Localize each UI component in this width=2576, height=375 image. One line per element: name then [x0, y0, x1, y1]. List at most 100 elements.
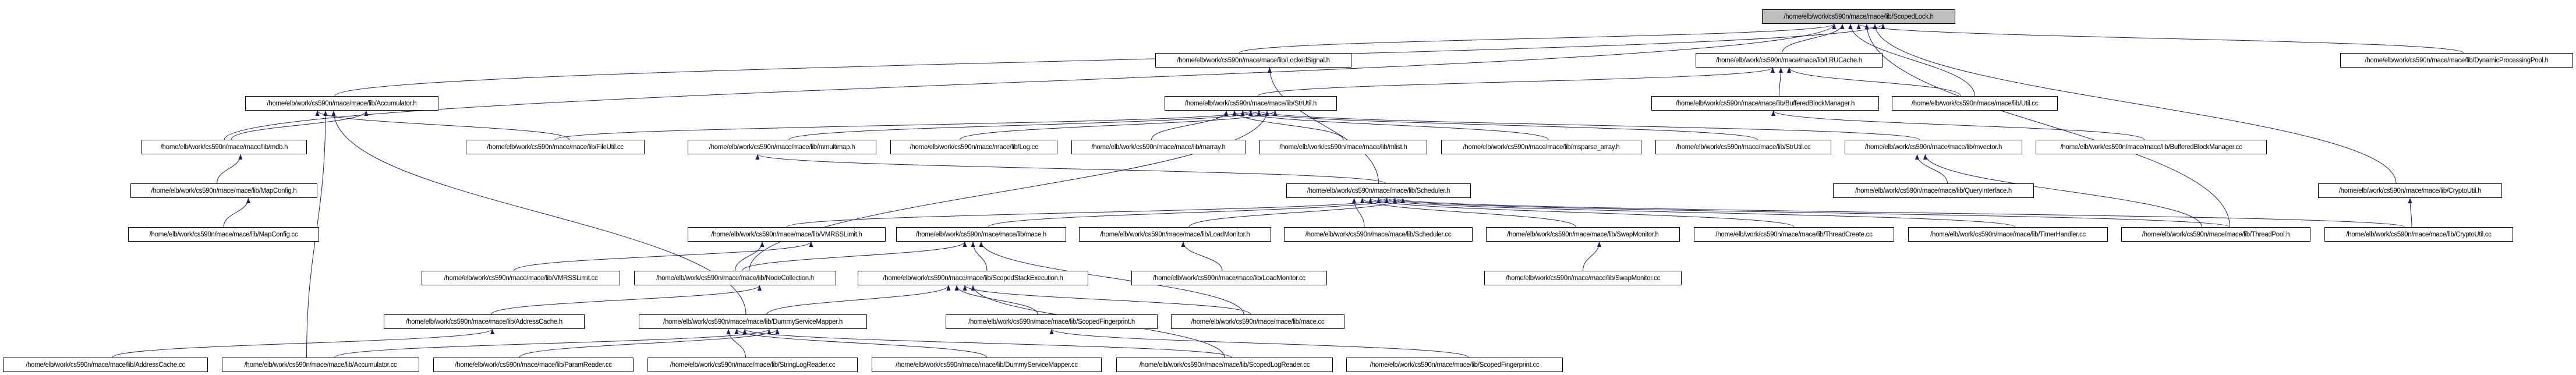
- node-scheduler-cc[interactable]: /home/elb/work/cs590n/mace/mace/lib/Sche…: [1284, 227, 1473, 242]
- edge-load-monitor-h-to-scheduler-h: [1188, 197, 1405, 228]
- node-log-cc[interactable]: /home/elb/work/cs590n/mace/mace/lib/Log.…: [890, 140, 1057, 154]
- edge-vmrsslimit-h-to-scheduler-h: [786, 197, 1389, 228]
- edge-mlist-h-to-str-util-h: [1232, 110, 1344, 140]
- node-crypto-util-cc[interactable]: /home/elb/work/cs590n/mace/mace/lib/Cryp…: [2324, 227, 2513, 242]
- edge-scoped-stack-execution-h-to-mace-h: [971, 241, 988, 271]
- node-accumulator-h[interactable]: /home/elb/work/cs590n/mace/mace/lib/Accu…: [245, 96, 438, 111]
- edge-mace-cc-to-scoped-stack-execution-h: [963, 285, 1251, 315]
- edge-timer-handler-cc-to-scheduler-h: [1377, 197, 2015, 228]
- edge-swap-monitor-cc-to-swap-monitor-h: [1583, 241, 1602, 271]
- edge-load-monitor-cc-to-load-monitor-h: [1181, 241, 1223, 271]
- node-timer-handler-cc[interactable]: /home/elb/work/cs590n/mace/mace/lib/Time…: [1908, 227, 2108, 242]
- edge-address-cache-h-to-node-collection-h: [491, 285, 762, 315]
- edge-accumulator-h-to-scoped-lock-h: [334, 23, 1885, 97]
- edge-address-cache-cc-to-address-cache-h: [112, 328, 494, 358]
- node-scheduler-h[interactable]: /home/elb/work/cs590n/mace/mace/lib/Sche…: [1286, 183, 1471, 198]
- edge-map-config-h-to-mdb-h: [217, 154, 243, 184]
- node-scoped-fingerprint-cc[interactable]: /home/elb/work/cs590n/mace/mace/lib/Scop…: [1346, 358, 1563, 372]
- edge-map-config-cc-to-map-config-h: [223, 197, 251, 228]
- edge-scheduler-h-to-mmultimap-h: [755, 154, 1386, 184]
- edge-lrucache-h-to-scoped-lock-h: [1782, 23, 1845, 54]
- node-str-util-h[interactable]: /home/elb/work/cs590n/mace/mace/lib/StrU…: [1165, 96, 1337, 111]
- edge-thread-pool-h-to-scoped-lock-h: [1864, 23, 2230, 228]
- edge-file-util-cc-to-accumulator-h: [315, 110, 569, 140]
- edge-marray-h-to-str-util-h: [1151, 110, 1229, 140]
- node-vmrsslimit-h[interactable]: /home/elb/work/cs590n/mace/mace/lib/VMRS…: [688, 227, 886, 242]
- node-thread-create-cc[interactable]: /home/elb/work/cs590n/mace/mace/lib/Thre…: [1694, 227, 1894, 242]
- node-str-util-cc[interactable]: /home/elb/work/cs590n/mace/mace/lib/StrU…: [1655, 140, 1831, 154]
- node-vmrsslimit-cc[interactable]: /home/elb/work/cs590n/mace/mace/lib/VMRS…: [422, 271, 620, 285]
- node-thread-pool-h[interactable]: /home/elb/work/cs590n/mace/mace/lib/Thre…: [2121, 227, 2310, 242]
- node-dynamic-processing-pool-h[interactable]: /home/elb/work/cs590n/mace/mace/lib/Dyna…: [2340, 53, 2573, 68]
- node-query-interface-h[interactable]: /home/elb/work/cs590n/mace/mace/lib/Quer…: [1833, 183, 2034, 198]
- edge-scoped-log-reader-cc-to-dummy-service-mapper-h: [742, 328, 1232, 358]
- node-dummy-service-mapper-h[interactable]: /home/elb/work/cs590n/mace/mace/lib/Dumm…: [639, 314, 867, 329]
- edge-node-collection-h-to-vmrsslimit-h: [735, 241, 765, 271]
- edge-util-cc-to-scoped-lock-h: [1848, 23, 1975, 97]
- edge-dummy-service-mapper-h-to-scoped-stack-execution-h: [766, 285, 951, 315]
- edge-mdb-h-to-accumulator-h: [231, 110, 369, 140]
- edge-scoped-fingerprint-cc-to-scoped-fingerprint-h: [1049, 328, 1469, 358]
- edge-accumulator-cc-to-dummy-service-mapper-h: [334, 328, 772, 358]
- edge-buffered-block-manager-h-to-lrucache-h: [1778, 67, 1784, 97]
- node-swap-monitor-h[interactable]: /home/elb/work/cs590n/mace/mace/lib/Swap…: [1486, 227, 1680, 242]
- edge-util-cc-to-lrucache-h: [1787, 67, 1961, 97]
- edge-dummy-service-mapper-cc-to-dummy-service-mapper-h: [734, 328, 987, 358]
- node-swap-monitor-cc[interactable]: /home/elb/work/cs590n/mace/mace/lib/Swap…: [1484, 271, 1682, 285]
- node-node-collection-h[interactable]: /home/elb/work/cs590n/mace/mace/lib/Node…: [634, 271, 836, 285]
- edge-mace-h-to-scheduler-h: [988, 197, 1397, 228]
- edge-scheduler-cc-to-scheduler-h: [1351, 197, 1365, 228]
- node-mlist-h[interactable]: /home/elb/work/cs590n/mace/mace/lib/mlis…: [1259, 140, 1427, 154]
- edge-crypto-util-cc-to-crypto-util-h: [2408, 197, 2412, 228]
- node-mace-cc[interactable]: /home/elb/work/cs590n/mace/mace/lib/mace…: [1171, 314, 1344, 329]
- node-util-cc[interactable]: /home/elb/work/cs590n/mace/mace/lib/Util…: [1892, 96, 2058, 111]
- node-load-monitor-h[interactable]: /home/elb/work/cs590n/mace/mace/lib/Load…: [1079, 227, 1271, 242]
- edge-mdb-h-to-scoped-lock-h: [224, 23, 1837, 140]
- node-address-cache-h[interactable]: /home/elb/work/cs590n/mace/mace/lib/Addr…: [384, 314, 585, 329]
- edge-string-log-reader-cc-to-dummy-service-mapper-h: [726, 328, 746, 358]
- node-scoped-stack-execution-h[interactable]: /home/elb/work/cs590n/mace/mace/lib/Scop…: [858, 271, 1088, 285]
- node-locked-signal-h[interactable]: /home/elb/work/cs590n/mace/mace/lib/Lock…: [1155, 53, 1351, 68]
- node-mvector-h[interactable]: /home/elb/work/cs590n/mace/mace/lib/mvec…: [1845, 140, 2022, 154]
- edge-query-interface-h-to-mvector-h: [1915, 154, 1948, 184]
- node-dummy-service-mapper-cc[interactable]: /home/elb/work/cs590n/mace/mace/lib/Dumm…: [872, 358, 1102, 372]
- node-load-monitor-cc[interactable]: /home/elb/work/cs590n/mace/mace/lib/Load…: [1131, 271, 1327, 285]
- node-accumulator-cc[interactable]: /home/elb/work/cs590n/mace/mace/lib/Accu…: [222, 358, 419, 372]
- node-lrucache-h[interactable]: /home/elb/work/cs590n/mace/mace/lib/LRUC…: [1696, 53, 1883, 68]
- node-param-reader-cc[interactable]: /home/elb/work/cs590n/mace/mace/lib/Para…: [433, 358, 634, 372]
- edge-str-util-h-to-lrucache-h: [1257, 67, 1775, 97]
- node-scoped-log-reader-cc[interactable]: /home/elb/work/cs590n/mace/mace/lib/Scop…: [1116, 358, 1333, 372]
- edge-thread-pool-h-to-mvector-h: [1923, 154, 2202, 228]
- edge-mace-cc-to-mace-h: [979, 241, 1244, 315]
- node-mmultimap-h[interactable]: /home/elb/work/cs590n/mace/mace/lib/mmul…: [688, 140, 876, 154]
- node-buffered-block-manager-cc[interactable]: /home/elb/work/cs590n/mace/mace/lib/Buff…: [2036, 140, 2267, 154]
- edge-param-reader-cc-to-dummy-service-mapper-h: [519, 328, 780, 358]
- node-file-util-cc[interactable]: /home/elb/work/cs590n/mace/mace/lib/File…: [466, 140, 645, 154]
- edge-crypto-util-cc-to-scheduler-h: [1393, 197, 2405, 228]
- edge-thread-create-cc-to-scheduler-h: [1368, 197, 1795, 228]
- node-msparse-array-h[interactable]: /home/elb/work/cs590n/mace/mace/lib/mspa…: [1441, 140, 1641, 154]
- node-map-config-cc[interactable]: /home/elb/work/cs590n/mace/mace/lib/MapC…: [128, 227, 319, 242]
- edge-mvector-h-to-str-util-h: [1257, 110, 1920, 140]
- node-address-cache-cc[interactable]: /home/elb/work/cs590n/mace/mace/lib/Addr…: [3, 358, 208, 372]
- edge-str-util-cc-to-str-util-h: [1248, 110, 1758, 140]
- edge-scheduler-h-to-locked-signal-h: [1267, 67, 1379, 184]
- edge-scoped-fingerprint-h-to-scoped-stack-execution-h: [954, 285, 1038, 315]
- edge-dynamic-processing-pool-h-to-scoped-lock-h: [1856, 23, 2464, 54]
- node-scoped-lock-h: /home/elb/work/cs590n/mace/mace/lib/Scop…: [1762, 9, 1955, 24]
- edge-file-util-cc-to-str-util-h: [555, 110, 1253, 140]
- edge-node-collection-h-to-mace-h: [742, 241, 967, 271]
- edge-thread-pool-h-to-scheduler-h: [1385, 197, 2230, 228]
- node-buffered-block-manager-h[interactable]: /home/elb/work/cs590n/mace/mace/lib/Buff…: [1651, 96, 1879, 111]
- node-string-log-reader-cc[interactable]: /home/elb/work/cs590n/mace/mace/lib/Stri…: [647, 358, 858, 372]
- edge-locked-signal-h-to-scoped-lock-h: [1239, 23, 1837, 54]
- node-map-config-h[interactable]: /home/elb/work/cs590n/mace/mace/lib/MapC…: [130, 183, 317, 198]
- edge-buffered-block-manager-cc-to-buffered-block-manager-h: [1771, 110, 2145, 140]
- node-scoped-fingerprint-h[interactable]: /home/elb/work/cs590n/mace/mace/lib/Scop…: [946, 314, 1158, 329]
- edge-crypto-util-h-to-scoped-lock-h: [1873, 23, 2397, 184]
- node-crypto-util-h[interactable]: /home/elb/work/cs590n/mace/mace/lib/Cryp…: [2318, 183, 2502, 198]
- node-mdb-h[interactable]: /home/elb/work/cs590n/mace/mace/lib/mdb.…: [141, 140, 307, 154]
- node-mace-h[interactable]: /home/elb/work/cs590n/mace/mace/lib/mace…: [896, 227, 1066, 242]
- node-marray-h[interactable]: /home/elb/work/cs590n/mace/mace/lib/marr…: [1071, 140, 1245, 154]
